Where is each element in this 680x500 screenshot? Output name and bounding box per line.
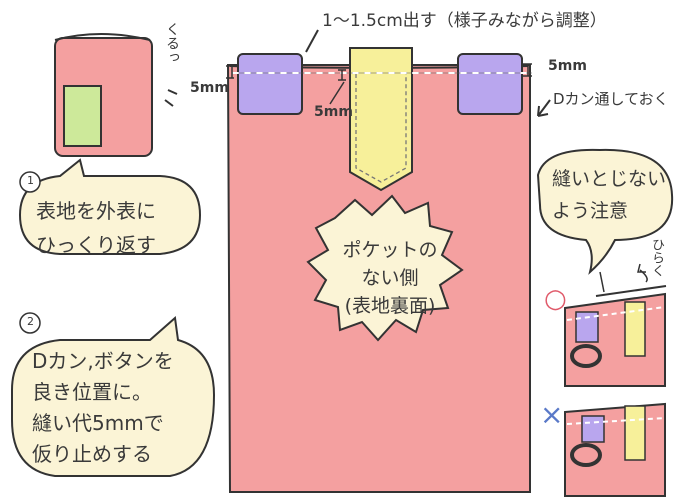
caution-text: 縫いとじない よう注意 [552,163,666,227]
step-2-line: 縫い代5mmで [32,411,164,435]
step-1-line: 表地を外表に [36,199,156,223]
step-1-text: 表地を外表に ひっくり返す [36,194,156,262]
step-2-text: Dカン,ボタンを 良き位置に。 縫い代5mmで 仮り止めする [32,346,174,470]
step-2-line: 仮り止めする [32,442,152,466]
center-label: ポケットの ない側 (表地裏面) [342,236,438,320]
right-5mm-label: 5mm [548,58,587,74]
ng-mark: × [540,398,564,431]
ok-mark: ○ [544,284,567,314]
center-label-line: ポケットの [342,239,438,261]
tab-right [457,53,523,115]
step-2-circle [19,312,41,334]
kururu-label: くるっ [164,22,180,64]
button-strap [349,47,413,192]
d-ring-arrow [537,99,551,117]
caution-line: よう注意 [552,200,629,222]
step-1-number: 1 [27,174,34,187]
d-ring-note: Dカン通しておく [553,90,669,108]
ng-example [564,402,666,497]
left-5mm-label: 5mm [190,80,229,96]
caution-line: 縫いとじない [552,168,667,190]
step-2-line: 良き位置に。 [32,380,152,404]
motion-lines [164,89,178,107]
step-2-number: 2 [27,315,34,328]
step-1-bubble [18,158,202,255]
step-2-line: Dカン,ボタンを [32,349,174,373]
small-flipped-bag [54,33,153,157]
caution-bubble [536,148,674,275]
center-label-line: (表地裏面) [344,295,436,317]
step-1-circle [19,171,41,193]
small-bag-pocket [63,85,102,147]
tab-left [237,53,303,115]
allowance-pointer [305,29,319,53]
mid-5mm-label: 5mm [314,104,353,120]
ok-example [564,285,667,387]
center-label-burst [306,194,464,342]
top-allowance-note: 1～1.5cm出す（様子みながら調整） [322,11,607,31]
center-label-line: ない側 [361,267,419,289]
hiraku-label: ひらく [649,238,664,277]
step-1-line: ひっくり返す [36,233,156,257]
step-2-bubble [11,316,216,477]
